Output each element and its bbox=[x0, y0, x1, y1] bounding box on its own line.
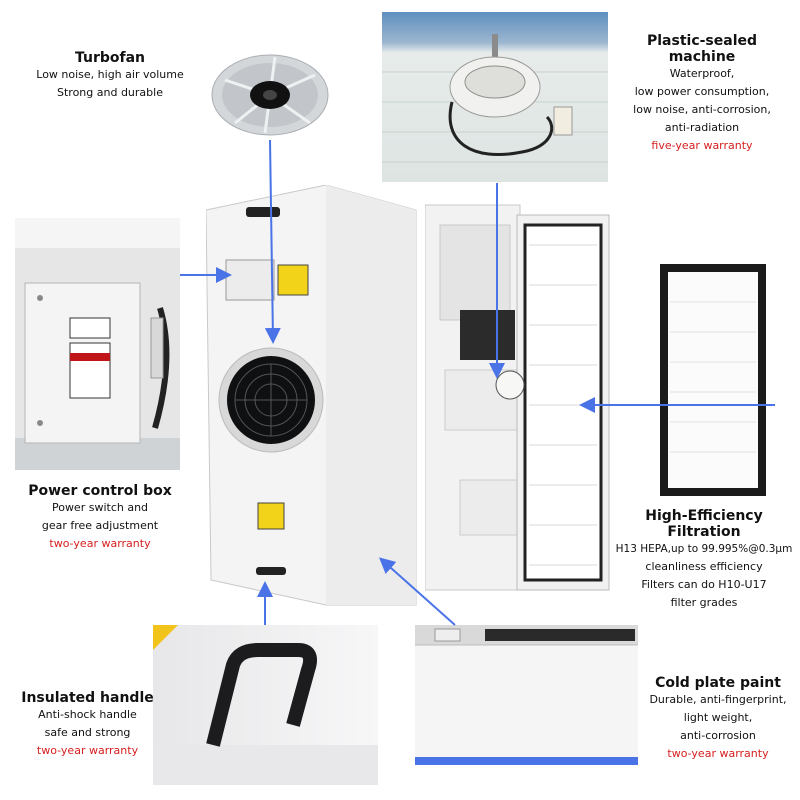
handle-callout: Insulated handle Anti-shock handle safe … bbox=[0, 690, 175, 760]
fan-filter-unit-photo bbox=[206, 185, 421, 610]
paint-line-2: light weight, bbox=[683, 711, 753, 724]
motor-photo bbox=[382, 12, 608, 182]
turbofan-photo bbox=[205, 45, 335, 140]
power-box-title: Power control box bbox=[28, 483, 172, 499]
handle-warranty: two-year warranty bbox=[36, 744, 139, 757]
hepa-filter-photo bbox=[658, 262, 770, 500]
filtration-line-2: cleanliness efficiency bbox=[645, 560, 763, 573]
paint-title: Cold plate paint bbox=[655, 675, 781, 691]
filtration-title-2: Filtration bbox=[667, 524, 741, 540]
paint-line-1: Durable, anti-fingerprint, bbox=[649, 693, 787, 706]
machine-warranty: five-year warranty bbox=[651, 139, 753, 152]
machine-line-4: anti-radiation bbox=[664, 121, 740, 134]
turbofan-line-2: Strong and durable bbox=[57, 86, 163, 99]
filtration-line-3: Filters can do H10-U17 bbox=[641, 578, 767, 591]
turbofan-title: Turbofan bbox=[74, 50, 146, 66]
open-panel-photo bbox=[425, 200, 613, 595]
turbofan-line-1: Low noise, high air volume bbox=[36, 68, 184, 81]
arrow-turbofan bbox=[264, 139, 281, 344]
handle-title: Insulated handle bbox=[21, 690, 154, 706]
power-box-line-1: Power switch and bbox=[51, 501, 149, 514]
power-box-callout: Power control box Power switch and gear … bbox=[10, 483, 190, 553]
power-box-photo bbox=[15, 218, 180, 470]
filtration-line-1: H13 HEPA,up to 99.995%@0.3μm bbox=[615, 543, 793, 555]
handle-line-2: safe and strong bbox=[44, 726, 131, 739]
paint-photo bbox=[415, 625, 638, 765]
paint-line-3: anti-corrosion bbox=[680, 729, 756, 742]
power-box-line-2: gear free adjustment bbox=[41, 519, 159, 532]
machine-callout: Plastic-sealed machine Waterproof, low p… bbox=[612, 33, 792, 155]
filtration-callout: High-Efficiency Filtration H13 HEPA,up t… bbox=[608, 508, 800, 612]
paint-callout: Cold plate paint Durable, anti-fingerpri… bbox=[636, 675, 800, 763]
machine-line-2: low power consumption, bbox=[634, 85, 770, 98]
arrow-paint bbox=[379, 557, 456, 626]
handle-line-1: Anti-shock handle bbox=[38, 708, 137, 721]
power-box-warranty: two-year warranty bbox=[49, 537, 151, 550]
filtration-line-4: filter grades bbox=[670, 596, 738, 609]
paint-warranty: two-year warranty bbox=[667, 747, 769, 760]
machine-line-1: Waterproof, bbox=[669, 67, 735, 80]
machine-title: Plastic-sealed machine bbox=[646, 33, 758, 65]
filtration-title-1: High-Efficiency bbox=[645, 508, 763, 524]
handle-photo bbox=[153, 625, 378, 785]
machine-line-3: low noise, anti-corrosion, bbox=[633, 103, 771, 116]
turbofan-callout: Turbofan Low noise, high air volume Stro… bbox=[20, 50, 200, 102]
